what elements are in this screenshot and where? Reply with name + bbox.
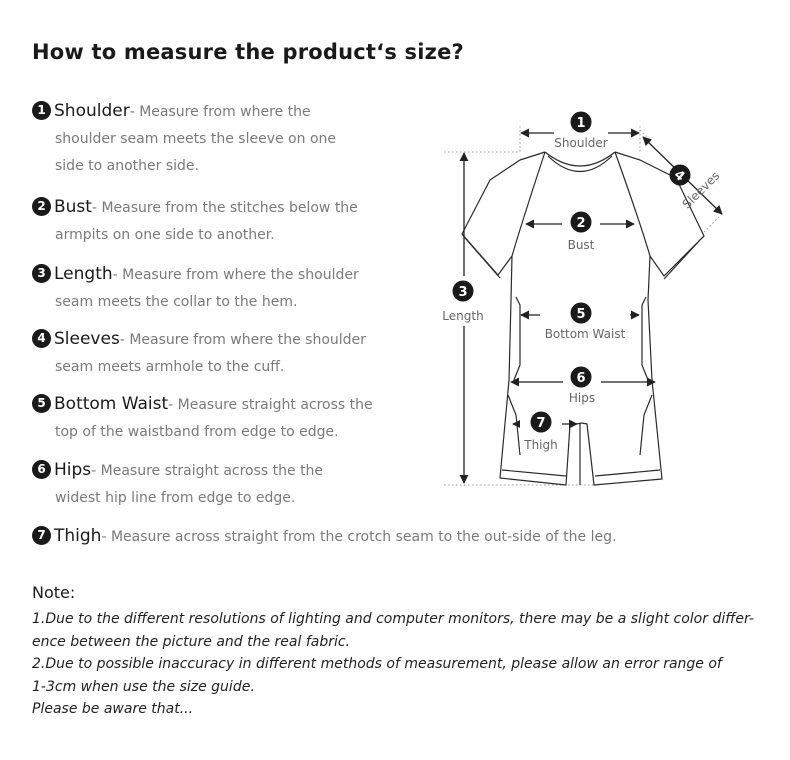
label-length: Length	[442, 309, 483, 323]
item-description-line: side to another side.	[55, 158, 199, 174]
note-body: 1.Due to the different resolutions of li…	[32, 608, 758, 721]
note-line: Please be aware that...	[32, 701, 194, 717]
label-hips: Hips	[569, 391, 595, 405]
badge-number-bottom-waist: 5	[576, 307, 585, 322]
note-line: 1.Due to the different resolutions of li…	[32, 611, 754, 627]
badge-number-length: 3	[458, 285, 467, 300]
badge-number-shoulder: 1	[576, 116, 585, 131]
item-description-line: armpits on one side to another.	[55, 227, 275, 243]
badge-sleeves	[669, 164, 691, 186]
label-thigh: Thigh	[523, 438, 558, 452]
item-description: - Measure from where the	[129, 104, 311, 120]
number-badge: 6	[32, 460, 51, 479]
diagram-badges	[452, 111, 691, 433]
note-line: 1-3cm when use the size guide.	[32, 678, 255, 695]
item-name: Length	[54, 264, 113, 284]
item-name: Hips	[54, 460, 92, 480]
number-badge: 2	[32, 197, 51, 216]
item-name: Thigh	[54, 526, 102, 546]
badge-bottom-waist	[570, 302, 592, 324]
note-line: ence between the picture and the real fa…	[32, 633, 351, 650]
item-description-line: seam meets the collar to the hem.	[55, 294, 298, 310]
badge-number-bust: 2	[576, 216, 585, 231]
number-badge: 4	[32, 329, 51, 348]
item-description-line: shoulder seam meets the sleeve on one	[55, 131, 336, 147]
page-title: How to measure the product‘s size?	[32, 40, 464, 64]
badge-shoulder	[570, 111, 592, 133]
item-description: - Measure from where the shoulder	[119, 332, 366, 348]
item-name: Bust	[54, 197, 92, 217]
item-description-line: seam meets armhole to the cuff.	[55, 359, 285, 375]
item-name: Sleeves	[54, 329, 120, 349]
item-name: Shoulder	[54, 101, 130, 121]
romper-garment-outline	[461, 151, 705, 486]
item-description: - Measure straight across the	[168, 397, 373, 413]
item-description: - Measure straight across the the	[91, 463, 324, 479]
label-bust: Bust	[568, 238, 595, 252]
note-title: Note:	[32, 583, 76, 602]
note-line: 2.Due to possible inaccuracy in differen…	[32, 656, 722, 672]
badge-thigh	[530, 411, 552, 433]
badge-hips	[570, 366, 592, 388]
number-badge: 7	[32, 526, 51, 545]
label-bottom-waist: Bottom Waist	[545, 327, 626, 341]
number-badge: 3	[32, 264, 51, 283]
item-description: - Measure across straight from the crotc…	[101, 529, 617, 545]
badge-number-hips: 6	[576, 371, 585, 386]
label-shoulder: Shoulder	[554, 136, 608, 150]
item-name: Bottom Waist	[54, 394, 169, 414]
item-description-line: widest hip line from edge to edge.	[55, 490, 296, 506]
item-description: - Measure from the stitches below the	[91, 200, 358, 216]
badge-bust	[570, 211, 592, 233]
item-description-line: top of the waistband from edge to edge.	[55, 424, 339, 440]
badge-number-thigh: 7	[536, 416, 545, 431]
number-badge: 1	[32, 101, 51, 120]
badge-length	[452, 280, 474, 302]
item-description: - Measure from where the shoulder	[112, 267, 359, 283]
number-badge: 5	[32, 394, 51, 413]
